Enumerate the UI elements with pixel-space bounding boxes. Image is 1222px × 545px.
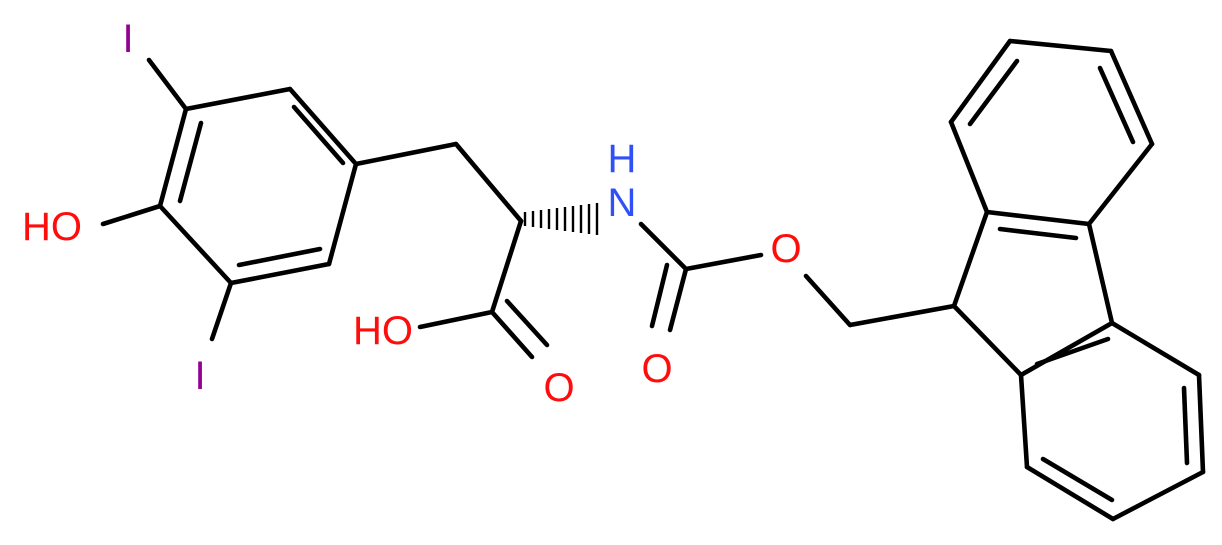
iodine-atom-top: I bbox=[122, 17, 133, 61]
upper-ring-bond bbox=[948, 38, 1013, 125]
fluorene-core bbox=[951, 209, 1115, 378]
hydroxyl-label: HO bbox=[22, 205, 82, 249]
alpha-carboxyl-bond bbox=[489, 218, 524, 315]
upper-ring-bond bbox=[948, 119, 990, 215]
ring-double-bond-inner bbox=[291, 104, 346, 166]
diiodophenol-ring bbox=[157, 86, 359, 286]
five-ring-bond bbox=[951, 209, 990, 309]
ring-bond bbox=[326, 161, 359, 267]
five-ring-bond bbox=[1086, 221, 1115, 326]
ester-oxygen-ch2-bond bbox=[803, 273, 853, 328]
ring-bond bbox=[183, 86, 293, 112]
upper-ring-bond bbox=[1007, 38, 1114, 54]
acid-carbonyl-bond bbox=[489, 309, 535, 360]
stereo-hashed-wedge bbox=[523, 203, 599, 235]
five-ring-bond bbox=[1018, 320, 1115, 378]
amine-hydrogen: H bbox=[608, 137, 637, 181]
carbamate-carbonyl-bond bbox=[667, 266, 689, 333]
upper-ring-bond bbox=[1108, 48, 1155, 147]
ch2-fluorenyl-bond bbox=[847, 303, 957, 328]
ring-bond bbox=[157, 203, 234, 286]
upper-ring-double-inner bbox=[1097, 65, 1136, 145]
five-ring-double-inner bbox=[997, 226, 1079, 241]
fluorene-lower-ring bbox=[1018, 320, 1206, 522]
ring-double-bond-inner bbox=[177, 120, 204, 204]
lower-ring-bond bbox=[1196, 372, 1206, 475]
iodine-atom-bottom: I bbox=[194, 354, 205, 398]
five-ring-bond bbox=[951, 303, 1024, 378]
nitrogen-carbonyl-bond bbox=[638, 221, 689, 272]
lower-ring-bond bbox=[1018, 372, 1030, 470]
carbamate-carbonyl-bond-second bbox=[649, 262, 670, 329]
acid-carbonyl-bond-second bbox=[504, 298, 550, 348]
upper-ring-bond bbox=[1086, 141, 1155, 227]
carbonyl-ester-oxygen-bond bbox=[683, 252, 764, 272]
carbamate-carbonyl-oxygen: O bbox=[641, 347, 672, 391]
ring-double-bond-inner bbox=[236, 246, 323, 268]
iodine-bond-top bbox=[146, 57, 189, 112]
lower-ring-bond bbox=[1110, 469, 1206, 522]
lower-ring-bond bbox=[1024, 464, 1116, 522]
ester-oxygen: O bbox=[770, 227, 801, 271]
ring-bond bbox=[287, 86, 359, 167]
upper-ring-double-inner bbox=[967, 58, 1020, 127]
lower-ring-double-inner bbox=[1034, 336, 1111, 367]
acid-carbonyl-oxygen: O bbox=[543, 366, 574, 410]
benzylic-bond bbox=[353, 141, 459, 167]
fluorene-upper-ring bbox=[948, 38, 1155, 227]
lower-ring-double-inner bbox=[1040, 456, 1115, 503]
amine-nitrogen: N bbox=[608, 181, 637, 225]
five-ring-bond bbox=[984, 209, 1092, 227]
iodine-bond-bottom bbox=[209, 280, 234, 342]
ring-bond bbox=[157, 106, 189, 209]
lower-ring-double-inner bbox=[1181, 385, 1190, 466]
ch2-alpha-bond bbox=[453, 141, 524, 224]
hydroxyl-bond bbox=[100, 203, 163, 227]
acid-oh-bond bbox=[417, 309, 495, 330]
acid-hydroxyl-label: HO bbox=[353, 309, 413, 353]
lower-ring-bond bbox=[1109, 320, 1202, 378]
ring-bond bbox=[228, 261, 332, 286]
